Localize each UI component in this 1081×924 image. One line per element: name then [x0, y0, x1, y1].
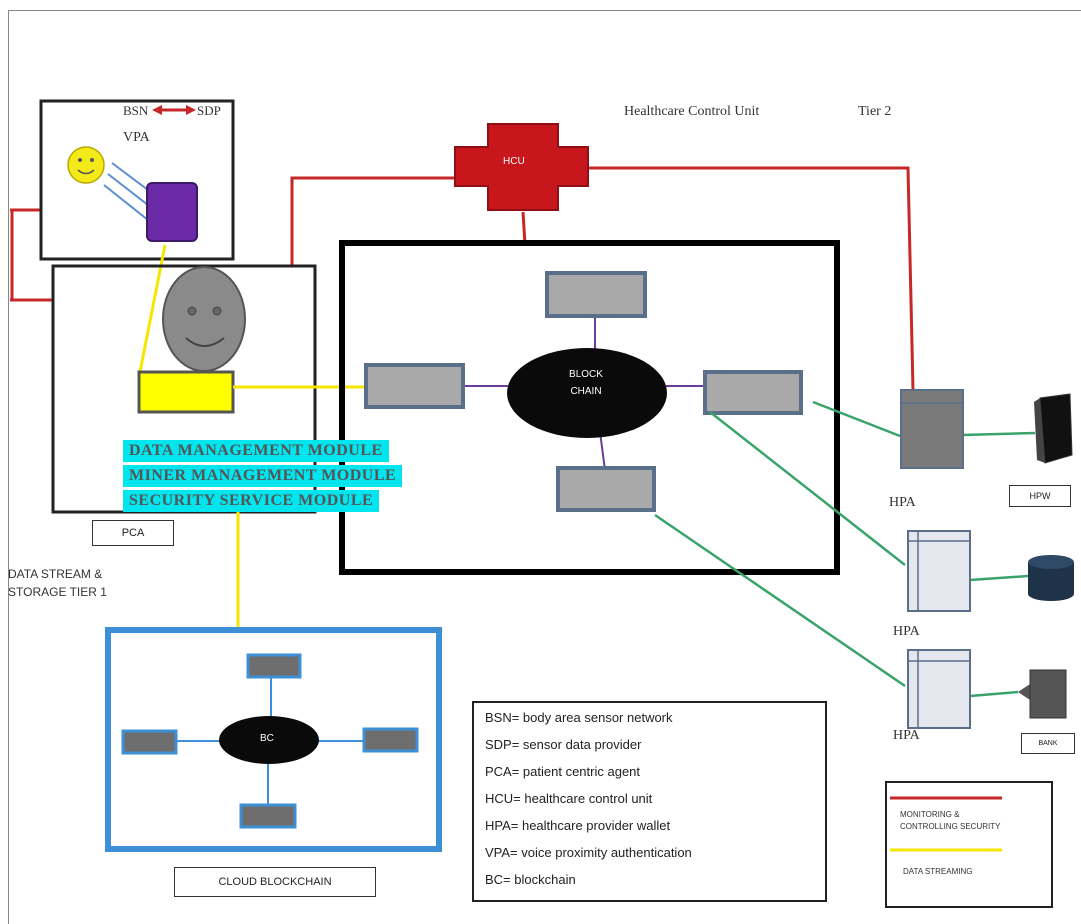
- blockchain-nodes: [364, 271, 803, 512]
- smiley-face: [67, 146, 105, 184]
- module-data-management: DATA MANAGEMENT MODULE: [123, 440, 389, 462]
- blockchain-core: [507, 348, 667, 438]
- module-security-service: SECURITY SERVICE MODULE: [123, 490, 380, 512]
- smiley-eye-left: [78, 158, 82, 162]
- vpa-arrow-1: [111, 162, 149, 191]
- cloud-blockchain-label: CLOUD BLOCKCHAIN: [174, 867, 376, 897]
- smiley-mouth: [77, 169, 95, 175]
- hpw-label: HPW: [1009, 485, 1071, 507]
- legend-data-streaming: DATA STREAMING: [903, 867, 973, 876]
- green-lines: [654, 400, 1036, 698]
- blockchain-node-top: [545, 271, 647, 318]
- yellow-line-vpa-to-pca: [138, 244, 167, 373]
- bsn-label: BSN: [123, 103, 149, 118]
- smiley-eye-right: [90, 158, 94, 162]
- tier-2-label: Tier 2: [858, 104, 892, 119]
- hcu-cross: [454, 123, 589, 211]
- abbreviation-list: BSN= body area sensor network SDP= senso…: [485, 704, 692, 893]
- abbrev-bsn: BSN= body area sensor network: [485, 710, 673, 725]
- blockchain-label-line2: CHAIN: [570, 386, 602, 397]
- blockchain-node-right: [703, 370, 803, 415]
- hcu-label: HCU: [503, 156, 525, 167]
- red-line-hcu-to-blockchain: [521, 211, 527, 246]
- cloud-node-right: [362, 727, 419, 753]
- green-line-hpa2-to-db: [969, 574, 1029, 582]
- diagram-frame: [8, 10, 1081, 924]
- bank-device: [1029, 669, 1067, 719]
- cloud-blockchain-box: [105, 627, 442, 852]
- patient-eye-left: [187, 306, 197, 316]
- cloud-node-bottom: [239, 803, 297, 829]
- vpa-box: [39, 99, 235, 261]
- hpa-label-3: HPA: [893, 728, 920, 743]
- legend-monitoring-line2: CONTROLLING SECURITY: [900, 822, 1001, 831]
- green-line-to-hpa-2: [709, 411, 906, 566]
- bsn-sdp-arrowhead-right: [186, 105, 196, 115]
- green-line-to-hpa-1: [812, 400, 901, 438]
- vpa-arrows: [103, 162, 149, 221]
- monitoring-lines: [10, 166, 915, 391]
- hpa-device-2: [907, 530, 971, 612]
- vpa-label: VPA: [123, 130, 150, 145]
- line-legend-box: [885, 781, 1053, 908]
- red-line-hcu-to-pca: [290, 176, 455, 266]
- green-line-to-hpa-3: [654, 513, 906, 688]
- database-icon: [1028, 555, 1074, 601]
- patient-head: [162, 266, 246, 372]
- abbreviation-box: [472, 701, 827, 902]
- database-bottom: [1028, 587, 1074, 601]
- vpa-arrow-3: [103, 184, 149, 221]
- cloud-node-top: [246, 653, 302, 679]
- sdp-label: SDP: [197, 103, 221, 118]
- green-line-hpa3-to-bank: [969, 690, 1019, 698]
- vpa-arrow-2: [107, 173, 149, 206]
- cloud-node-left: [121, 729, 178, 755]
- hpw-device: [1039, 393, 1073, 464]
- abbrev-hcu: HCU= healthcare control unit: [485, 791, 653, 806]
- hpa-device-1: [900, 389, 964, 469]
- pca-box: [51, 264, 317, 514]
- module-miner-management: MINER MANAGEMENT MODULE: [123, 465, 403, 487]
- bank-connector: [1018, 684, 1030, 700]
- cloud-connectors: [177, 677, 364, 805]
- patient-mouth: [185, 337, 225, 347]
- pca-sensor: [137, 370, 235, 414]
- vpa-device: [146, 182, 198, 242]
- patient-eye-right: [212, 306, 222, 316]
- abbrev-hpa: HPA= healthcare provider wallet: [485, 818, 671, 833]
- database-top: [1028, 555, 1074, 569]
- cloud-nodes: [121, 653, 419, 829]
- abbrev-sdp: SDP= sensor data provider: [485, 737, 642, 752]
- abbrev-bc: BC= blockchain: [485, 872, 576, 887]
- hpa-label-2: HPA: [893, 624, 920, 639]
- blockchain-node-left: [364, 363, 465, 409]
- abbrev-vpa: VPA= voice proximity authentication: [485, 845, 692, 860]
- bsn-sdp-arrowhead-left: [152, 105, 162, 115]
- hpw-device-side: [1034, 398, 1045, 463]
- abbrev-pca: PCA= patient centric agent: [485, 764, 641, 779]
- bc-label: BC: [260, 733, 274, 744]
- blockchain-box: [339, 240, 840, 575]
- legend-monitoring-line1: MONITORING &: [900, 810, 960, 819]
- hpa-label-1: HPA: [889, 495, 916, 510]
- green-line-hpa1-to-hpw: [962, 431, 1036, 437]
- blockchain-label-line1: BLOCK: [569, 369, 603, 380]
- healthcare-control-unit-title: Healthcare Control Unit: [624, 104, 760, 119]
- tier1-label-line2: STORAGE TIER 1: [8, 585, 107, 599]
- blockchain-node-bottom: [556, 466, 656, 512]
- cloud-bc-core: [219, 716, 319, 764]
- pca-label: PCA: [92, 520, 174, 546]
- tier1-label-line1: DATA STREAM &: [8, 567, 103, 581]
- bank-label: BANK: [1021, 733, 1075, 754]
- red-line-hcu-to-hpa: [588, 166, 915, 391]
- hpa-device-3: [907, 649, 971, 729]
- connector-bottom: [599, 431, 606, 471]
